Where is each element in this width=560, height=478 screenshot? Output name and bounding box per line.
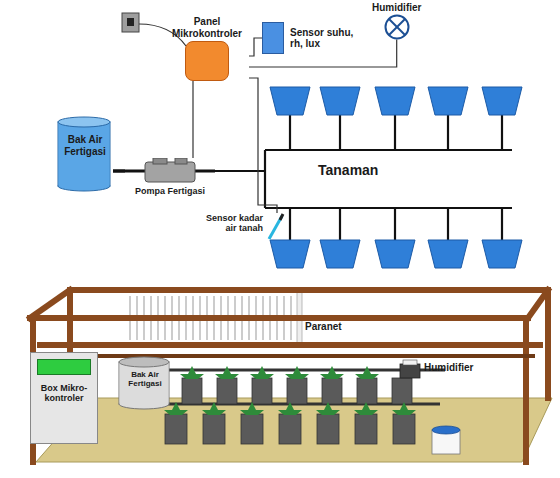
frame-rail xyxy=(95,354,535,358)
node-text: Sensor suhu, rh, lux xyxy=(290,27,364,50)
tank-body xyxy=(58,122,110,186)
wooden-frame xyxy=(30,290,548,462)
text-label: Paranet xyxy=(305,321,342,332)
pots-row xyxy=(164,366,416,444)
water-tank: Bak Air Fertigasi xyxy=(57,116,113,192)
socket-hole xyxy=(127,18,134,26)
tank-top xyxy=(119,357,169,367)
signal-wire xyxy=(249,38,262,56)
node-text: Bak Air Fertigasi xyxy=(121,370,169,388)
humidifier-circle xyxy=(384,14,410,40)
pump-symbol xyxy=(125,158,215,184)
probe-head xyxy=(280,214,283,220)
circle xyxy=(385,15,408,38)
humidifier-top xyxy=(403,360,417,365)
pump-body xyxy=(145,162,195,182)
sensor-box-shape xyxy=(262,22,284,54)
water-tank: Bak Air Fertigasi xyxy=(118,356,172,410)
pump-port xyxy=(153,158,167,164)
node-text: Humidifier xyxy=(372,2,421,14)
bucket-top xyxy=(432,426,460,434)
cross xyxy=(389,19,405,35)
power-socket xyxy=(122,13,139,32)
node-text: Sensor kadar air tanah xyxy=(205,213,263,234)
tank-fill xyxy=(59,122,110,186)
tank-fill xyxy=(120,362,169,404)
controller-box: Box Mikro- kontroler xyxy=(30,352,98,444)
humidifier-symbol: Humidifier xyxy=(372,2,421,40)
node-text: Pompa Fertigasi xyxy=(135,186,205,196)
signal-wire xyxy=(249,78,277,213)
pump-port xyxy=(175,158,187,164)
humidifier-device xyxy=(400,364,420,378)
tank-body xyxy=(119,362,169,404)
plant-pots xyxy=(270,87,522,268)
signal-wire xyxy=(192,81,193,158)
text-label: Humidifier xyxy=(424,362,473,373)
soil-moisture-sensor: Sensor kadar air tanah xyxy=(205,213,287,241)
microcontroller-panel: Panel Mikrokontroler xyxy=(165,16,249,81)
node-text: Bak Air Fertigasi xyxy=(60,134,110,157)
floor xyxy=(36,398,552,462)
fertigation-pump: Pompa Fertigasi xyxy=(125,158,215,196)
text-label: Tanaman xyxy=(318,162,378,178)
node-text: Panel Mikrokontroler xyxy=(165,16,249,39)
node-text: Box Mikro- kontroler xyxy=(35,383,93,404)
water-pipe xyxy=(113,169,125,173)
panel-shape xyxy=(185,41,229,81)
tank-top xyxy=(58,117,110,127)
lcd-screen xyxy=(37,359,91,375)
cross xyxy=(389,19,405,35)
climate-sensor: Sensor suhu, rh, lux xyxy=(262,22,364,54)
soil-sensor-symbol xyxy=(265,213,287,241)
